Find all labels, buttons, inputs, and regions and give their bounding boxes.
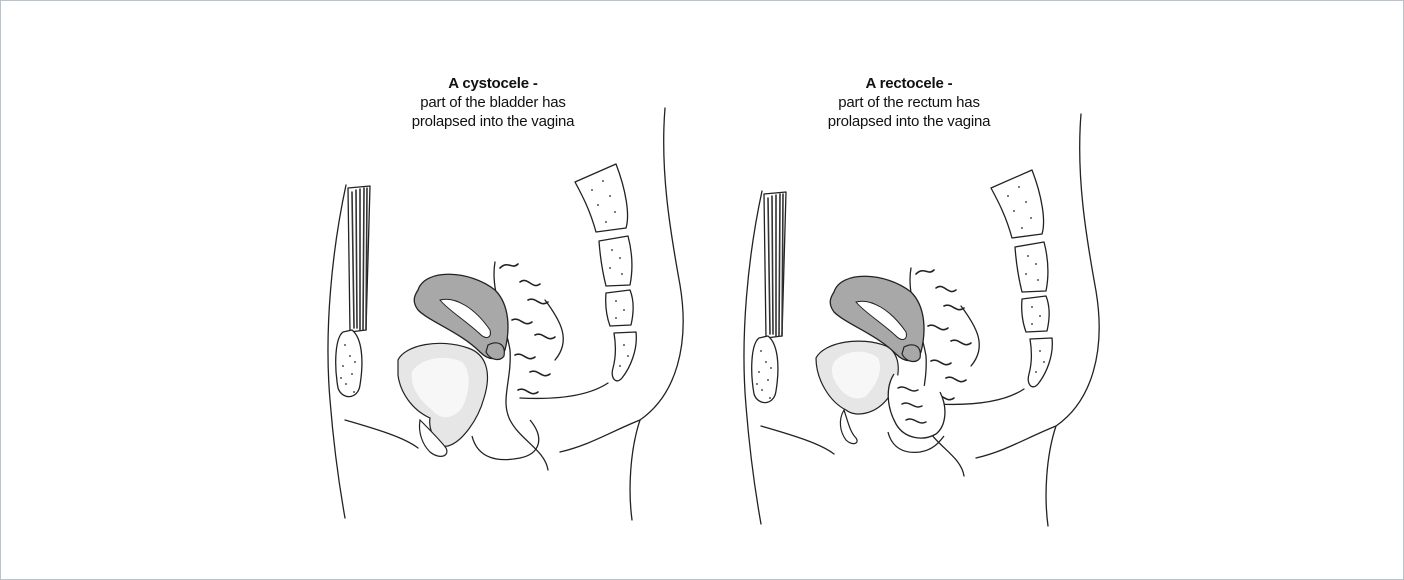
rectocele-diagram <box>744 114 1099 526</box>
urethra-right <box>840 410 857 444</box>
cystocele-diagram <box>328 108 683 520</box>
vaginal-wall-left <box>472 420 539 460</box>
